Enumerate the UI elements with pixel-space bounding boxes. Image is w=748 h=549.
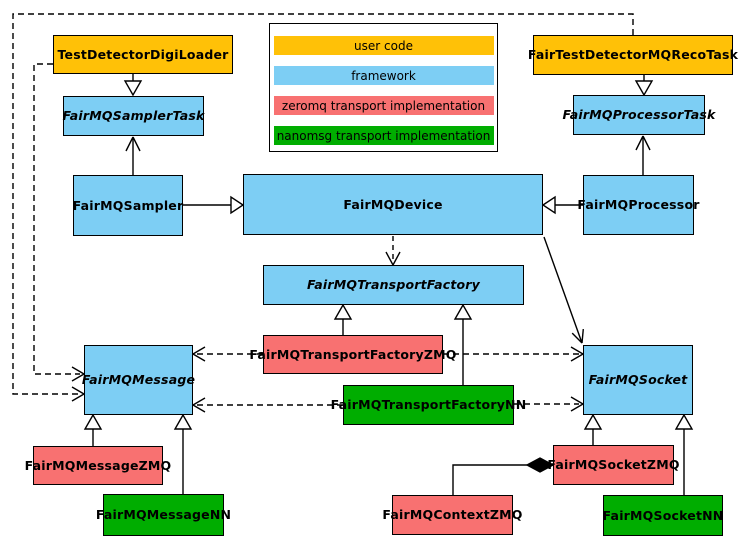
edge-factorynn-to-transportfactory-inheritance [453, 303, 473, 385]
node-fairmq-sampler-task: FairMQSamplerTask [62, 96, 204, 136]
edge-digiloader-to-samplertask-inheritance [123, 74, 143, 97]
node-fairmq-socket: FairMQSocket [583, 345, 693, 415]
node-test-detector-digi-loader: TestDetectorDigiLoader [53, 35, 233, 74]
edge-factoryzmq-to-transportfactory-inheritance [333, 303, 353, 335]
legend-label: user code [354, 38, 413, 53]
node-fairmq-message: FairMQMessage [82, 345, 195, 415]
edge-sampler-to-device-inheritance [183, 195, 245, 215]
edge-device-to-transportfactory-dependency [385, 236, 401, 266]
legend-item-nanomsg: nanomsg transport implementation [273, 126, 494, 145]
node-fairmq-sampler: FairMQSampler [73, 175, 183, 236]
edge-socketnn-to-socket-inheritance [674, 413, 694, 495]
node-fairmq-processor: FairMQProcessor [577, 175, 699, 235]
edge-sampler-to-samplertask-association [125, 136, 141, 175]
node-fairmq-processor-task: FairMQProcessorTask [562, 95, 715, 135]
edge-device-to-socket-association [543, 236, 584, 344]
node-fairmq-socket-zmq: FairMQSocketZMQ [547, 445, 679, 485]
edge-recotask-to-message-dependency [12, 13, 634, 402]
node-fairmq-message-nn: FairMQMessageNN [96, 494, 231, 536]
edge-factorynn-to-socket-dependency [514, 396, 584, 412]
edge-processor-to-device-inheritance [541, 195, 583, 215]
edge-factoryzmq-to-message-dependency [192, 346, 263, 362]
edge-socketzmq-to-socket-inheritance [583, 413, 603, 445]
legend-label: zeromq transport implementation [281, 98, 486, 113]
legend-label: framework [351, 68, 416, 83]
node-fairmq-transport-factory: FairMQTransportFactory [263, 265, 524, 305]
edge-messagenn-to-message-inheritance [173, 413, 193, 494]
node-fairmq-transport-factory-zmq: FairMQTransportFactoryZMQ [249, 335, 456, 374]
node-fairmq-socket-nn: FairMQSocketNN [603, 495, 723, 536]
node-fair-test-detector-mq-reco-task: FairTestDetectorMQRecoTask [528, 35, 738, 75]
legend-item-framework: framework [273, 66, 494, 85]
node-fairmq-context-zmq: FairMQContextZMQ [382, 495, 522, 535]
legend-item-zeromq: zeromq transport implementation [273, 96, 494, 115]
edge-socketzmq-contextzmq-composition [452, 457, 555, 495]
node-fairmq-transport-factory-nn: FairMQTransportFactoryNN [331, 385, 526, 425]
node-fairmq-message-zmq: FairMQMessageZMQ [25, 446, 171, 485]
edge-factorynn-to-message-dependency [192, 397, 343, 413]
edge-messagezmq-to-message-inheritance [83, 413, 103, 446]
node-fairmq-device: FairMQDevice [243, 174, 543, 235]
edge-processor-to-processortask-association [635, 135, 651, 175]
edge-digiloader-to-message-dependency [33, 63, 85, 382]
edge-recotask-to-processortask-inheritance [634, 75, 654, 97]
legend-label: nanomsg transport implementation [276, 128, 491, 143]
edge-factoryzmq-to-socket-dependency [443, 346, 584, 362]
legend-item-user-code: user code [273, 36, 494, 55]
legend: user code framework zeromq transport imp… [269, 23, 498, 152]
